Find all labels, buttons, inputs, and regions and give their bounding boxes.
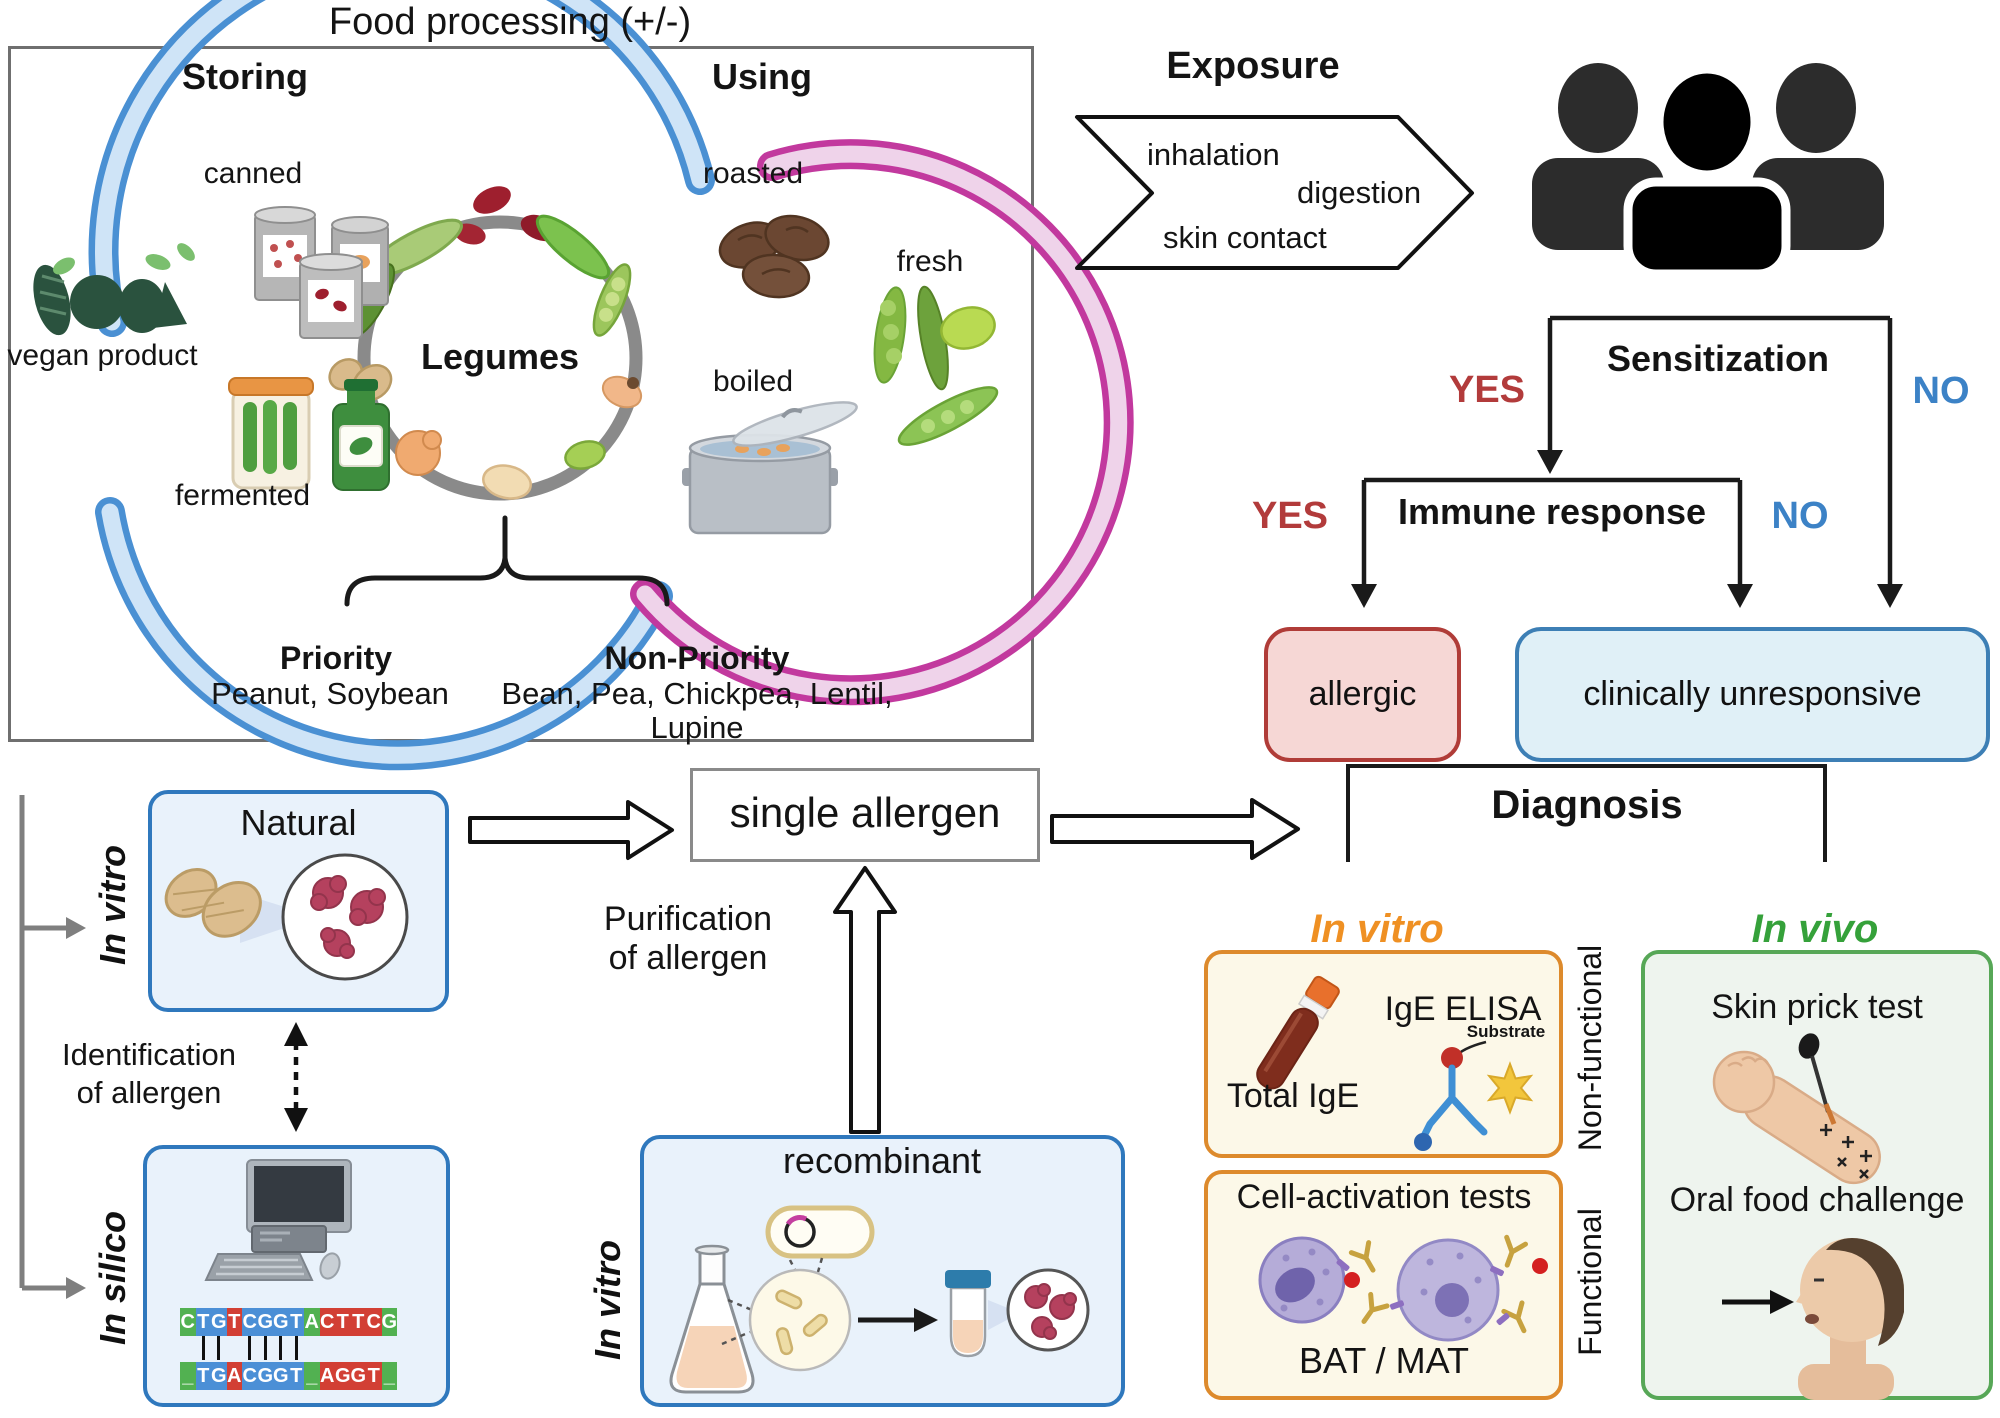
in-vivo-diagnosis-label: In vivo <box>1751 907 1879 951</box>
non-priority-label: Non-Priority <box>604 640 790 676</box>
dna-base: T <box>350 1308 366 1336</box>
allergic-box: allergic <box>1264 627 1461 762</box>
oral-food-label: Oral food challenge <box>1669 1181 1965 1219</box>
dna-match-tick <box>248 1336 252 1360</box>
dna-base: G <box>211 1308 227 1336</box>
dna-match-tick <box>263 1336 267 1360</box>
dna-base: C <box>242 1308 258 1336</box>
clinically-unresponsive-box: clinically unresponsive <box>1515 627 1990 762</box>
dna-base: T <box>226 1308 242 1336</box>
immune-response-label: Immune response <box>1397 491 1707 532</box>
figure-title: Food processing (+/-) <box>328 1 692 43</box>
skin-prick-label: Skin prick test <box>1711 988 1923 1026</box>
dna-base: _ <box>381 1362 397 1390</box>
in-vitro-recombinant-label: In vitro <box>587 1240 628 1361</box>
dna-base: T <box>366 1362 382 1390</box>
non-priority-items-line2: Lupine <box>650 710 744 745</box>
route-digestion-label: digestion <box>1297 175 1422 210</box>
dna-base: G <box>335 1362 351 1390</box>
dna-base: C <box>366 1308 382 1336</box>
purification-caption-line2: of allergen <box>608 939 768 977</box>
non-priority-items-line1: Bean, Pea, Chickpea, Lentil, <box>501 676 893 711</box>
dna-base: G <box>273 1362 289 1390</box>
dna-base: T <box>195 1308 211 1336</box>
priority-items: Peanut, Soybean <box>211 676 449 711</box>
food-processing-panel <box>8 46 1034 742</box>
natural-silico-link-icon <box>284 1022 308 1132</box>
identification-caption-line1: Identification <box>61 1037 237 1072</box>
people-icon <box>1532 63 1884 279</box>
dna-base: T <box>288 1308 304 1336</box>
in-vitro-natural-label: In vitro <box>92 845 133 966</box>
purification-caption-line1: Purification <box>603 900 773 938</box>
sensitization-no-label: NO <box>1912 370 1970 412</box>
dna-base: C <box>180 1308 196 1336</box>
roasted-label: roasted <box>702 157 804 190</box>
boiled-label: boiled <box>712 365 794 398</box>
dna-base: G <box>257 1308 273 1336</box>
route-inhalation-label: inhalation <box>1147 137 1280 172</box>
in-silico-label: In silico <box>92 1210 133 1346</box>
bat-mat-label: BAT / MAT <box>1298 1340 1469 1381</box>
using-label: Using <box>711 56 812 97</box>
dna-base: T <box>335 1308 351 1336</box>
cell-activation-label: Cell-activation tests <box>1236 1178 1532 1216</box>
in-vitro-diagnosis-label: In vitro <box>1310 907 1444 951</box>
natural-label: Natural <box>240 802 357 843</box>
canned-label: canned <box>203 157 303 190</box>
allergic-label: allergic <box>1308 675 1417 713</box>
dna-base: _ <box>304 1362 320 1390</box>
route-skin-contact-label: skin contact <box>1163 220 1327 255</box>
non-functional-label: Non-functional <box>1572 944 1608 1152</box>
single-allergen-box <box>690 768 1040 862</box>
priority-label: Priority <box>279 640 393 676</box>
vegan-product-label: vegan product <box>7 339 198 372</box>
dna-match-tick <box>279 1336 283 1360</box>
functional-label: Functional <box>1572 1208 1608 1356</box>
total-ige-label: Total IgE <box>1226 1077 1360 1115</box>
exposure-label: Exposure <box>1166 45 1340 87</box>
dna-base: G <box>381 1308 397 1336</box>
storing-label: Storing <box>182 56 308 97</box>
dna-match-tick <box>201 1336 205 1360</box>
dna-base: A <box>226 1362 242 1390</box>
substrate-label: Substrate <box>1466 1022 1546 1041</box>
recombinant-to-single-arrow-icon <box>833 866 897 1134</box>
sensitization-label: Sensitization <box>1606 338 1830 379</box>
single-to-diagnosis-arrow-icon <box>1050 798 1300 860</box>
dna-base: T <box>288 1362 304 1390</box>
dna-match-tick <box>217 1336 221 1360</box>
legumes-label: Legumes <box>420 336 580 377</box>
dna-base: T <box>195 1362 211 1390</box>
dna-base: G <box>211 1362 227 1390</box>
dna-match-tick <box>294 1336 298 1360</box>
fresh-label: fresh <box>896 245 964 278</box>
dna-base: G <box>350 1362 366 1390</box>
dna-base: G <box>273 1308 289 1336</box>
clinically-unresponsive-label: clinically unresponsive <box>1583 675 1922 713</box>
single-allergen-label: single allergen <box>729 789 1001 836</box>
dna-base: G <box>257 1362 273 1390</box>
diagnosis-label: Diagnosis <box>1491 783 1683 827</box>
immune-yes-label: YES <box>1251 495 1329 537</box>
dna-base: C <box>319 1308 335 1336</box>
ige-elisa-label: IgE ELISA <box>1384 990 1542 1028</box>
fermented-label: fermented <box>174 479 311 512</box>
identification-caption-line2: of allergen <box>76 1075 222 1110</box>
dna-base: _ <box>180 1362 196 1390</box>
dna-base: A <box>319 1362 335 1390</box>
immune-no-label: NO <box>1771 495 1829 537</box>
recombinant-label: recombinant <box>782 1140 982 1181</box>
natural-to-single-arrow-icon <box>468 800 674 860</box>
sensitization-yes-label: YES <box>1448 369 1526 411</box>
non-functional-tests-box <box>1204 950 1563 1158</box>
dna-base: A <box>304 1308 320 1336</box>
dna-base: C <box>242 1362 258 1390</box>
